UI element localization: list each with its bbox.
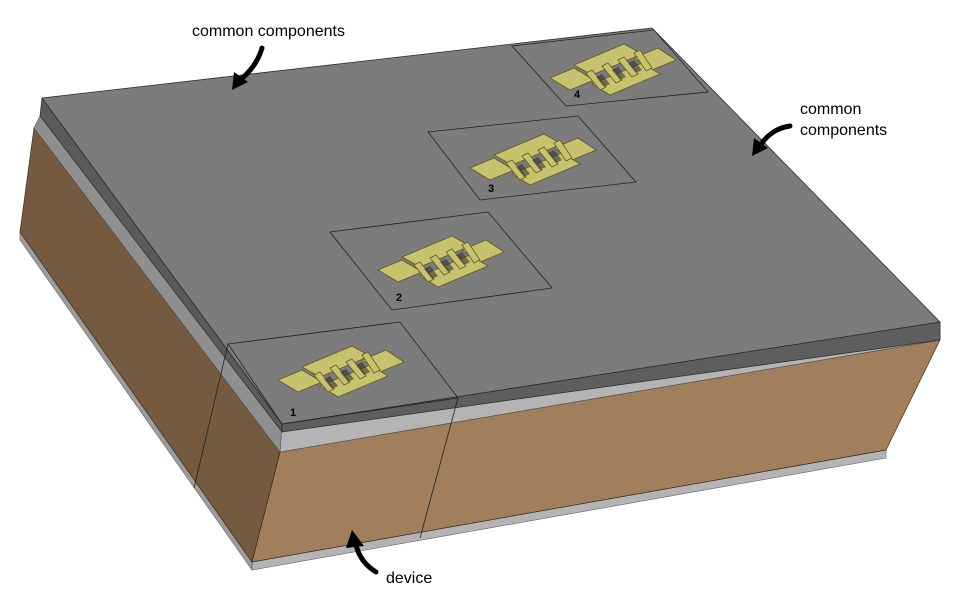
device-number-2: 2 (396, 292, 402, 304)
label-common-components-right-line1: common (800, 101, 862, 118)
device-number-3: 3 (488, 183, 494, 195)
arrow-common-right-icon (752, 123, 793, 156)
device-number-1: 1 (290, 407, 296, 419)
device-number-4: 4 (574, 89, 581, 101)
label-device: device (386, 570, 433, 587)
arrow-device-icon (346, 530, 379, 575)
device-region-3 (427, 115, 637, 201)
top-face (41, 27, 941, 425)
device-region-2 (329, 211, 553, 311)
cut-line-front (419, 397, 459, 539)
arrow-common-top-icon (232, 45, 265, 90)
device-region-4 (511, 29, 709, 107)
label-common-components-right-line2: components (800, 122, 888, 139)
cut-line-left (193, 343, 229, 489)
label-common-components-top: common components (192, 23, 345, 40)
